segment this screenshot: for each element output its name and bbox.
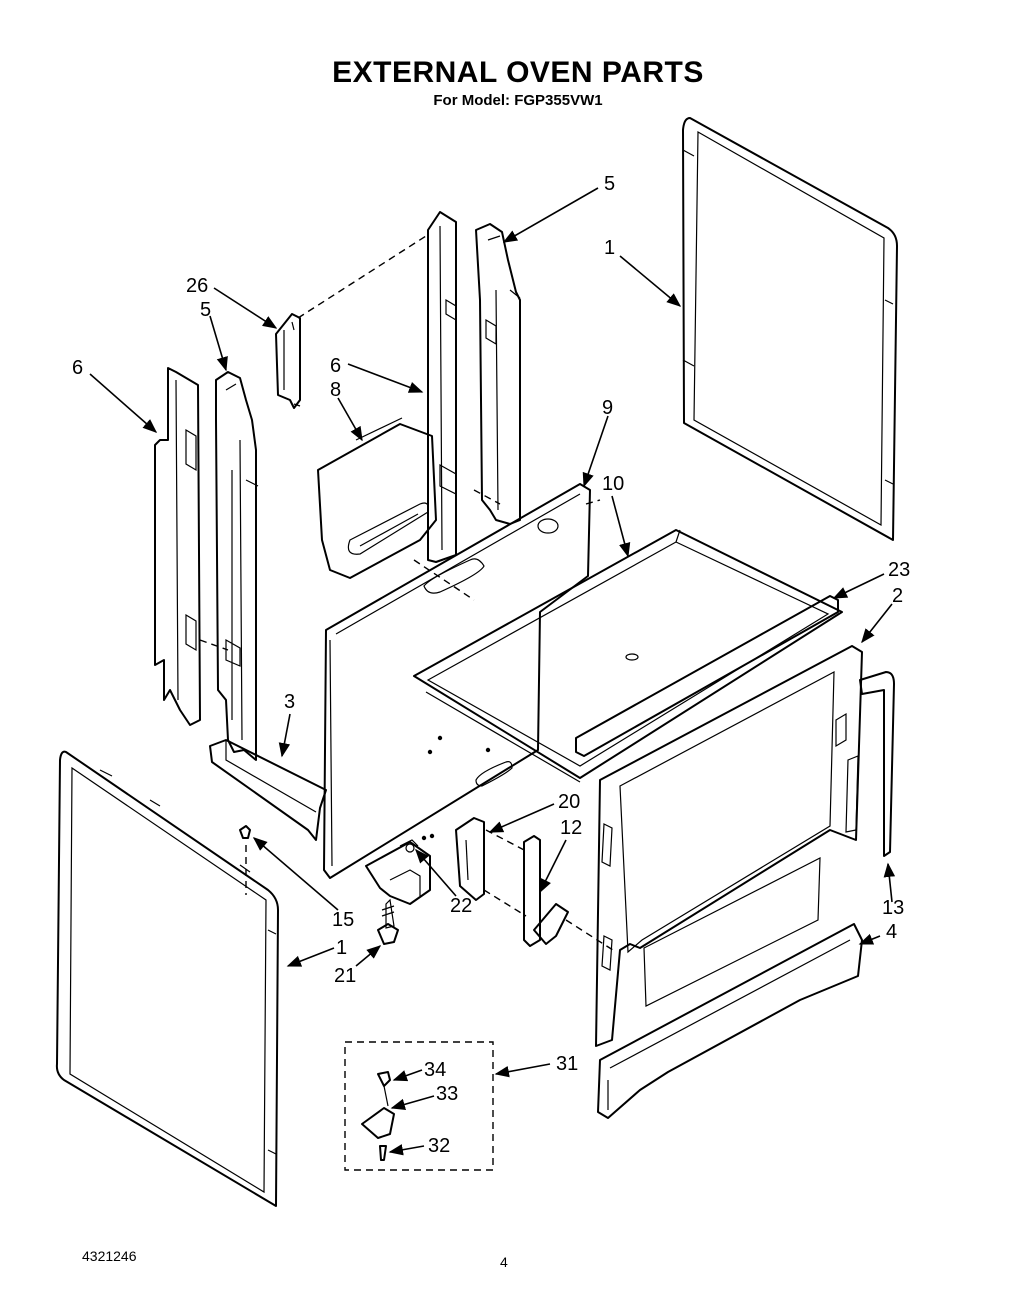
page-number: 4 xyxy=(500,1254,508,1270)
callout-15: 15 xyxy=(332,909,354,931)
part-8-burner-box xyxy=(317,417,437,579)
assembly-dash-lines xyxy=(199,235,617,953)
callout-1-bottom: 1 xyxy=(336,937,347,959)
part-1-lower-frame xyxy=(55,750,279,1207)
part-31-detail-box xyxy=(344,1041,494,1171)
part-2-front-frame xyxy=(595,645,863,1047)
callout-32: 32 xyxy=(428,1135,450,1157)
callout-5-left: 5 xyxy=(200,299,211,321)
callout-34: 34 xyxy=(424,1059,446,1081)
part-4-base-trim xyxy=(597,923,863,1119)
part-1-upper-frame xyxy=(682,117,898,541)
callout-5-top: 5 xyxy=(604,173,615,195)
part-21-leg xyxy=(377,898,399,945)
callout-31: 31 xyxy=(556,1053,578,1075)
callout-13: 13 xyxy=(882,897,904,919)
part-5-left-channel xyxy=(215,371,259,761)
callout-10: 10 xyxy=(602,473,624,495)
callout-8: 8 xyxy=(330,379,341,401)
page-title: EXTERNAL OVEN PARTS xyxy=(332,56,704,89)
callout-9: 9 xyxy=(602,397,613,419)
part-6-center-rail xyxy=(427,211,457,563)
part-15-screw xyxy=(239,825,251,839)
part-23-trim xyxy=(575,595,839,757)
callout-6-center: 6 xyxy=(330,355,341,377)
callout-12: 12 xyxy=(560,817,582,839)
callout-23: 23 xyxy=(888,559,910,581)
callout-21: 21 xyxy=(334,965,356,987)
callout-2: 2 xyxy=(892,585,903,607)
part-3-rail xyxy=(209,739,327,841)
part-22-bracket xyxy=(365,839,431,905)
part-12-hinge xyxy=(523,835,569,947)
callout-leaders xyxy=(89,187,896,1156)
part-26-bracket xyxy=(275,313,301,409)
callout-20: 20 xyxy=(558,791,580,813)
part-20-bracket xyxy=(455,817,485,901)
callout-1-top: 1 xyxy=(604,237,615,259)
callout-6-left: 6 xyxy=(72,357,83,379)
part-10-top-panel xyxy=(413,529,843,783)
callout-labels: 5 1 26 5 6 6 8 9 10 23 2 3 20 12 13 4 15… xyxy=(72,173,910,1157)
part-6-left-rail xyxy=(154,367,201,726)
callout-33: 33 xyxy=(436,1083,458,1105)
part-13-trim xyxy=(845,671,895,857)
part-5-right-channel xyxy=(475,223,521,525)
callout-26: 26 xyxy=(186,275,208,297)
callout-4: 4 xyxy=(886,921,897,943)
callout-22: 22 xyxy=(450,895,472,917)
callout-3: 3 xyxy=(284,691,295,713)
document-number: 4321246 xyxy=(82,1248,137,1264)
model-subtitle: For Model: FGP355VW1 xyxy=(433,92,603,109)
